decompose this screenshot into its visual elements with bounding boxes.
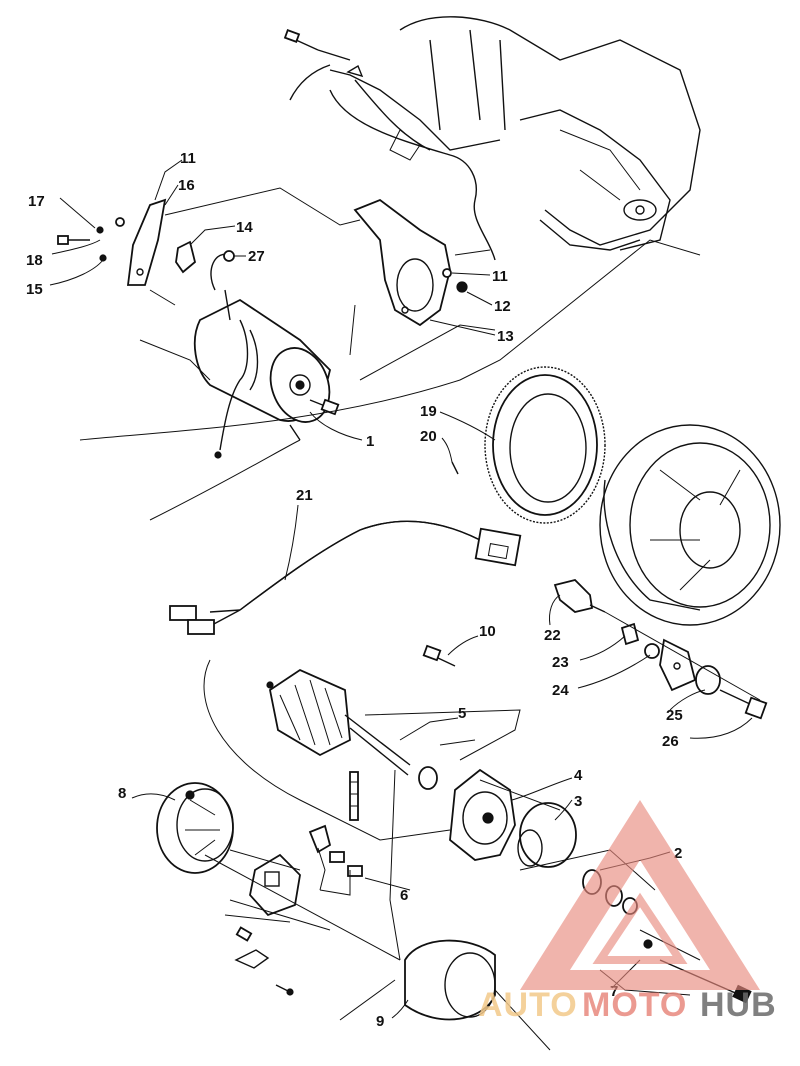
wire-harness-21: [169, 520, 522, 635]
automotohub-watermark: AUTO MOTO HUB: [478, 800, 777, 1024]
watermark-triangle-icon: [520, 800, 760, 990]
clip-23: [620, 622, 640, 646]
end-housing-4: [449, 768, 516, 861]
starter-motor-assembly: [193, 253, 340, 459]
bracket-16: [126, 198, 167, 286]
nut-27: [223, 250, 235, 262]
armature-5: [266, 668, 411, 776]
callout-labels: 17 11 16 18 15 14 27 11 12 13 1 19 20 21…: [26, 150, 683, 1030]
callout-10: 10: [479, 623, 496, 640]
callout-21: 21: [296, 487, 313, 504]
field-frame-9: [404, 939, 496, 1021]
bolt-18: [57, 235, 90, 245]
callout-15: 15: [26, 281, 43, 298]
bushing-25: [695, 665, 721, 695]
watermark-inner-triangle-icon: [592, 892, 688, 964]
washer-11a: [115, 217, 125, 227]
watermark-hub: HUB: [700, 986, 777, 1024]
brush-parts-6: [308, 771, 363, 891]
callout-2: 2: [674, 845, 682, 862]
washer-11b: [442, 268, 452, 278]
callout-16: 16: [178, 177, 195, 194]
nut-12: [456, 281, 468, 293]
nut-17: [96, 226, 104, 234]
callout-14: 14: [236, 219, 253, 236]
screw-20: [451, 461, 459, 475]
callout-19: 19: [420, 403, 437, 420]
brush-holder: [249, 853, 301, 917]
ring-gear-19: [484, 366, 606, 524]
engine-harness: [289, 64, 496, 261]
callout-5: 5: [458, 705, 466, 722]
small-parts: [234, 926, 294, 996]
callout-25: 25: [666, 707, 683, 724]
callout-4: 4: [574, 767, 583, 784]
sensor-22: [553, 579, 606, 613]
callout-12: 12: [494, 298, 511, 315]
callout-22: 22: [544, 627, 561, 644]
callout-17: 17: [28, 193, 45, 210]
callout-13: 13: [497, 328, 514, 345]
callout-1: 1: [366, 433, 374, 450]
top-bolt: [283, 29, 351, 61]
callout-11b: 11: [492, 268, 508, 285]
callout-24: 24: [552, 682, 569, 699]
watermark-auto: AUTO: [478, 986, 578, 1024]
washer-small: [418, 766, 438, 790]
nut-15: [99, 254, 107, 262]
callout-26: 26: [662, 733, 679, 750]
callout-11a: 11: [180, 150, 196, 167]
callout-23: 23: [552, 654, 569, 671]
clip-14: [175, 240, 197, 274]
callout-7: 7: [610, 983, 618, 1000]
washer-24: [644, 643, 660, 659]
callout-20: 20: [420, 428, 437, 445]
callout-6: 6: [400, 887, 408, 904]
watermark-moto: MOTO: [582, 986, 687, 1024]
callout-18: 18: [26, 252, 43, 269]
plate-25: [659, 638, 697, 692]
callout-3: 3: [574, 793, 582, 810]
engine-block: [329, 16, 701, 251]
callout-9: 9: [376, 1013, 384, 1030]
commutator-end-8: [156, 782, 234, 874]
mounting-bracket-13: [353, 198, 451, 327]
flywheel: [599, 424, 781, 626]
callout-8: 8: [118, 785, 126, 802]
clip-small: [346, 64, 364, 78]
bolt-26: [719, 689, 768, 720]
bolt-10: [422, 644, 456, 667]
assembly-lines-ring: [79, 239, 701, 441]
callout-27: 27: [248, 248, 265, 265]
callout-leaders: [49, 159, 753, 1019]
pinion-drive-3: [517, 802, 577, 868]
assembly-lines-top: [139, 187, 496, 381]
